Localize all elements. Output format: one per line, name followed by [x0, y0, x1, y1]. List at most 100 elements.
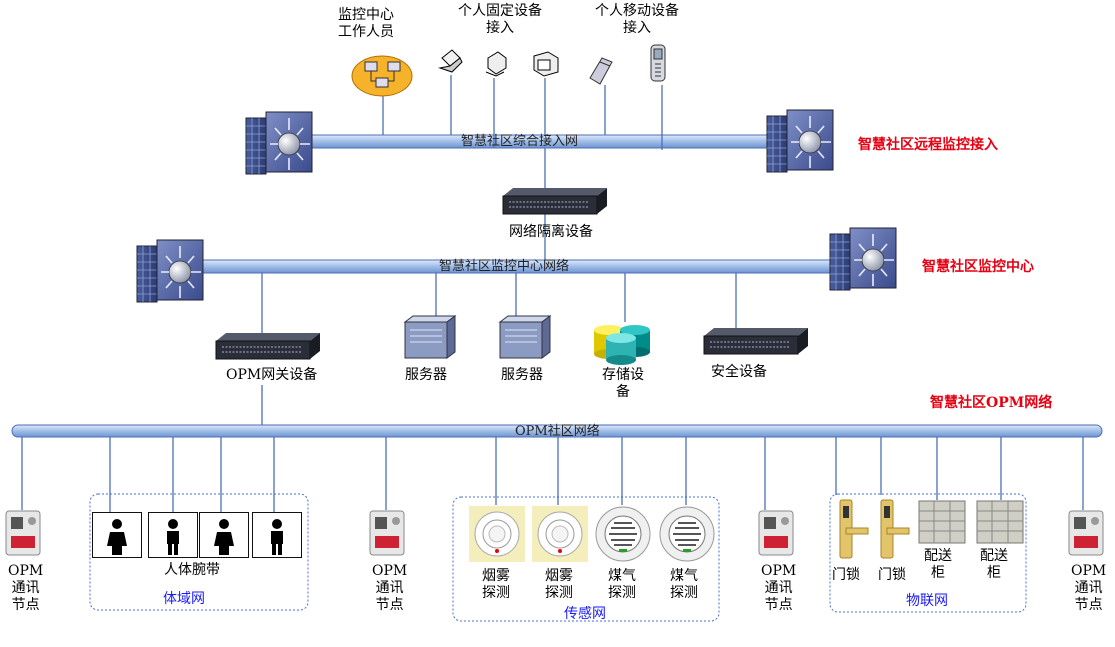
switch-icon [215, 332, 321, 360]
iot-net-group [829, 493, 1027, 613]
label-line: 探测 [482, 585, 510, 601]
storage-icon [594, 325, 650, 365]
sensor-net-group [452, 496, 720, 622]
door-lock-icon [877, 498, 917, 560]
label-line: 探测 [608, 585, 636, 601]
label-line: 个人移动设备 [595, 3, 679, 19]
label-line: 通讯 [764, 580, 793, 596]
mobile-device-label: 个人移动设备 接入 [595, 3, 679, 37]
opm-node-icon [758, 510, 794, 556]
switch-icon [502, 187, 608, 215]
server-icon [498, 315, 552, 359]
storage-label: 存储设 备 [602, 367, 644, 401]
body-net-label: 体域网 [163, 591, 205, 607]
label-line: OPM [372, 563, 408, 579]
iot-label: 配送柜 [980, 548, 1008, 582]
label-line: 接入 [486, 20, 514, 36]
label-line: 通讯 [375, 580, 404, 596]
wristband-label: 人体腕带 [164, 562, 220, 578]
monitor-icon [533, 51, 559, 77]
flip-phone-icon [589, 57, 613, 85]
bus3-label: OPM社区网络 [515, 424, 600, 439]
sensor-label: 烟雾探测 [482, 568, 510, 602]
sensor-label: 煤气探测 [670, 568, 698, 602]
label-line: 柜 [987, 565, 1001, 581]
wristband-device [148, 512, 198, 558]
fixed-device-label: 个人固定设备 接入 [458, 3, 542, 37]
label-line: 门锁 [832, 567, 860, 583]
person-icon [107, 519, 127, 555]
wristband-device [252, 512, 302, 558]
iot-label: 门锁 [878, 567, 906, 584]
isolation-device-label: 网络隔离设备 [509, 224, 593, 240]
connector-lines [21, 75, 1084, 512]
workgroup-icon [351, 55, 413, 97]
label-line: 备 [616, 384, 630, 400]
person-icon [167, 519, 179, 555]
label-line: 节点 [11, 597, 40, 613]
opm-node-icon [369, 510, 405, 556]
label-line: 存储设 [602, 367, 644, 383]
delivery-cabinet-icon [918, 500, 966, 544]
label-line: 节点 [764, 597, 793, 613]
desktop-icon [485, 51, 507, 77]
label-line: 探测 [545, 585, 573, 601]
opm-node-icon [1068, 510, 1104, 556]
sensor-label: 煤气探测 [608, 568, 636, 602]
smoke-detector-icon [469, 506, 525, 562]
monitoring-center-label: 智慧社区监控中心 [922, 259, 1034, 275]
bus1-label: 智慧社区综合接入网 [461, 134, 579, 149]
delivery-cabinet-icon [976, 500, 1024, 544]
door-lock-icon [836, 498, 876, 560]
label-line: 烟雾 [545, 568, 573, 584]
iot-net-label: 物联网 [906, 593, 948, 609]
label-line: 节点 [375, 597, 404, 613]
switch-icon [703, 327, 809, 355]
label-line: 探测 [670, 585, 698, 601]
firewall-icon [829, 227, 897, 291]
label-line: 监控中心 [338, 7, 394, 23]
label-line: 节点 [1074, 597, 1103, 613]
wristband-device [92, 512, 142, 558]
label-line: 工作人员 [338, 24, 394, 40]
wristband-device [199, 512, 249, 558]
server1-label: 服务器 [405, 367, 447, 383]
iot-label: 配送柜 [924, 548, 952, 582]
label-line: 门锁 [878, 567, 906, 583]
firewall-icon [136, 239, 204, 303]
label-line: OPM [761, 563, 797, 579]
opm-node-icon [5, 510, 41, 556]
label-line: 烟雾 [482, 568, 510, 584]
label-line: 接入 [623, 20, 651, 36]
smoke-detector-icon [532, 506, 588, 562]
security-label: 安全设备 [711, 364, 767, 380]
server2-label: 服务器 [501, 367, 543, 383]
label-line: 煤气 [608, 568, 636, 584]
sensor-net-label: 传感网 [564, 606, 606, 622]
bus-opm-community [11, 424, 1103, 438]
label-line: 柜 [931, 565, 945, 581]
firewall-icon [245, 111, 313, 175]
gas-detector-icon [658, 505, 716, 563]
label-line: OPM [1071, 563, 1107, 579]
label-line: 通讯 [1074, 580, 1103, 596]
laptop-icon [438, 49, 463, 73]
mobile-phone-icon [650, 44, 666, 82]
opm-network-label: 智慧社区OPM网络 [930, 395, 1053, 411]
label-line: 配送 [924, 548, 952, 564]
sensor-label: 烟雾探测 [545, 568, 573, 602]
server-icon [403, 315, 457, 359]
label-line: 通讯 [11, 580, 40, 596]
gateway-label: OPM网关设备 [226, 367, 318, 383]
label-line: OPM [8, 563, 44, 579]
person-icon [214, 519, 234, 555]
label-line: 个人固定设备 [458, 3, 542, 19]
label-line: 煤气 [670, 568, 698, 584]
bus2-label: 智慧社区监控中心网络 [439, 259, 570, 274]
